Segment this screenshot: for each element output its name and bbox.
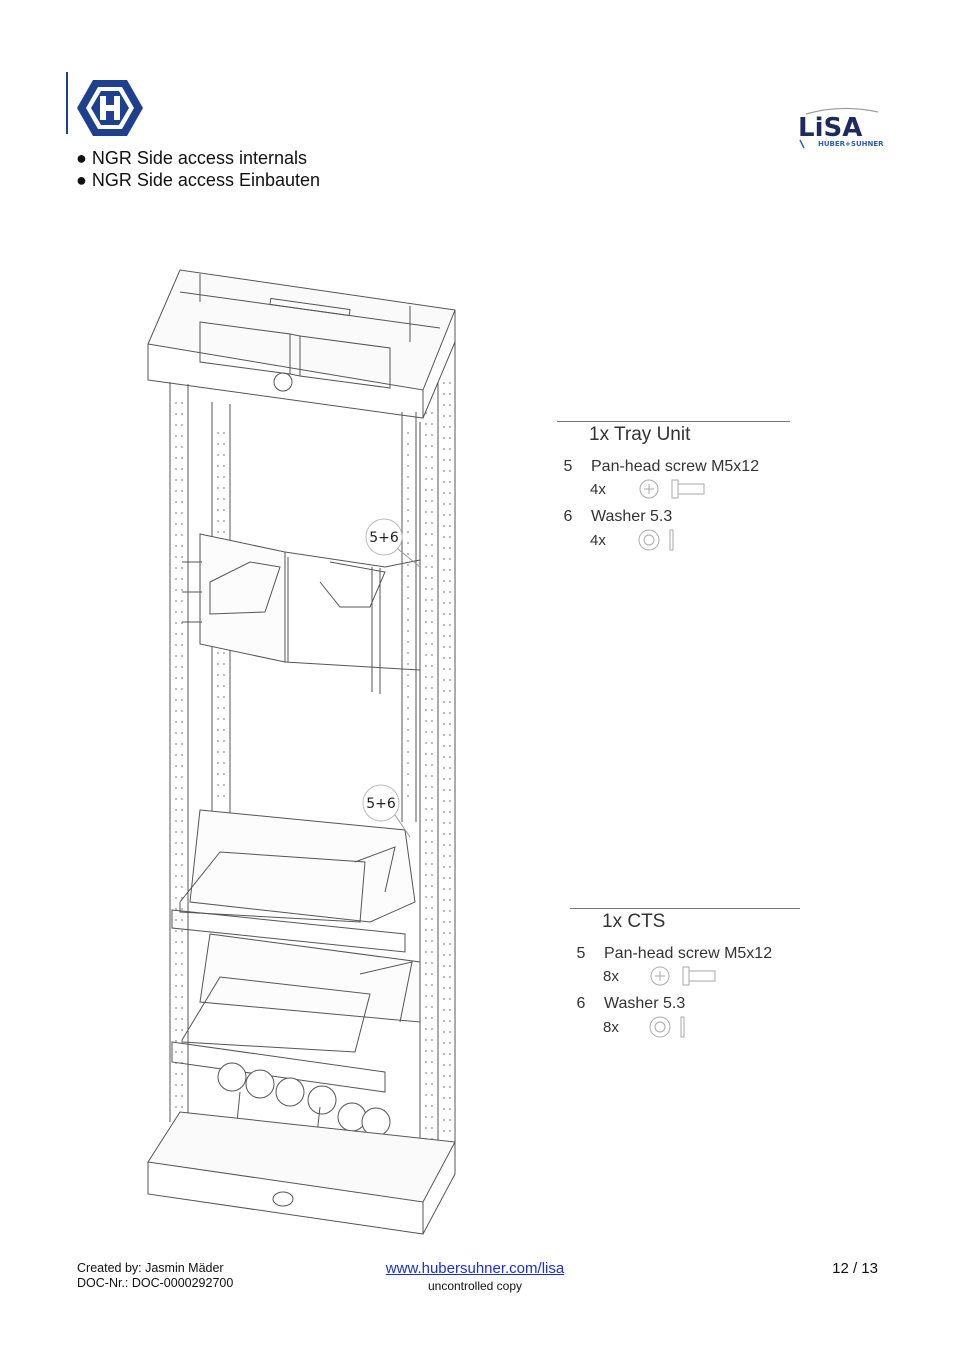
bullet-item: ● NGR Side access Einbauten (76, 169, 320, 191)
parts-list-title: 1x CTS (602, 911, 666, 932)
bullet-item: ● NGR Side access internals (76, 147, 320, 169)
part-number: 5 (576, 945, 586, 962)
part-number: 6 (576, 995, 586, 1012)
footer-meta: Created by: Jasmin Mäder DOC-Nr.: DOC-00… (77, 1261, 233, 1291)
part-name: Washer 5.3 (604, 995, 686, 1012)
bullet-text: NGR Side access Einbauten (91, 170, 321, 190)
parts-list-item: 5 Pan-head screw M5x12 (557, 458, 790, 476)
part-qty: 4x (590, 531, 606, 549)
parts-list-item: 6 Washer 5.3 (557, 508, 790, 526)
parts-list-tray-unit: 1x Tray Unit 5 Pan-head screw M5x12 4x 6… (557, 421, 790, 552)
parts-list-item: 6 Washer 5.3 (570, 995, 800, 1013)
parts-list-cts: 1x CTS 5 Pan-head screw M5x12 8x 6 Washe… (570, 908, 800, 1039)
bullet-text: NGR Side access internals (91, 148, 307, 168)
footer-doc-number: DOC-Nr.: DOC-0000292700 (77, 1276, 234, 1290)
bullet-dot: ● (76, 170, 87, 190)
callout-bubble: 5+6 (365, 518, 421, 568)
parts-list-qty-row: 8x (570, 1015, 800, 1039)
page-number: 12 / 13 (832, 1260, 878, 1277)
parts-list-item: 5 Pan-head screw M5x12 (570, 945, 800, 963)
callout-label: 5+6 (366, 796, 396, 812)
callout-bubble: 5+6 (362, 784, 411, 838)
part-number: 6 (563, 508, 573, 525)
huber-suhner-logo (77, 80, 143, 136)
parts-list-qty-row: 4x (557, 528, 790, 552)
intro-bullet-list: ● NGR Side access internals ● NGR Side a… (76, 147, 320, 191)
part-name: Washer 5.3 (591, 508, 673, 525)
lisa-logo: LiSA HUBER+SUHNER (798, 107, 884, 149)
rack-assembly-drawing: 5+6 5+6 (147, 269, 456, 1235)
washer-icon (649, 1016, 685, 1038)
screw-icon (639, 479, 705, 499)
washer-icon (638, 529, 674, 551)
part-qty: 8x (603, 1018, 619, 1036)
parts-list-qty-row: 8x (570, 965, 800, 987)
footer-website-link[interactable]: www.hubersuhner.com/lisa (385, 1260, 565, 1277)
screw-icon (650, 966, 716, 986)
part-name: Pan-head screw M5x12 (604, 945, 773, 962)
footer-created-by: Created by: Jasmin Mäder (77, 1261, 224, 1275)
callout-label: 5+6 (369, 530, 399, 546)
part-number: 5 (563, 458, 573, 475)
part-qty: 8x (603, 967, 619, 985)
bullet-dot: ● (76, 148, 87, 168)
header-rule (66, 72, 68, 134)
parts-list-title: 1x Tray Unit (589, 424, 691, 445)
lisa-logo-word: LiSA (798, 113, 862, 143)
part-qty: 4x (590, 480, 606, 498)
footer-note: uncontrolled copy (427, 1279, 523, 1293)
parts-list-qty-row: 4x (557, 478, 790, 500)
part-name: Pan-head screw M5x12 (591, 458, 760, 475)
lisa-logo-sub: HUBER+SUHNER (818, 140, 884, 148)
footer-center: www.hubersuhner.com/lisa uncontrolled co… (330, 1260, 620, 1293)
